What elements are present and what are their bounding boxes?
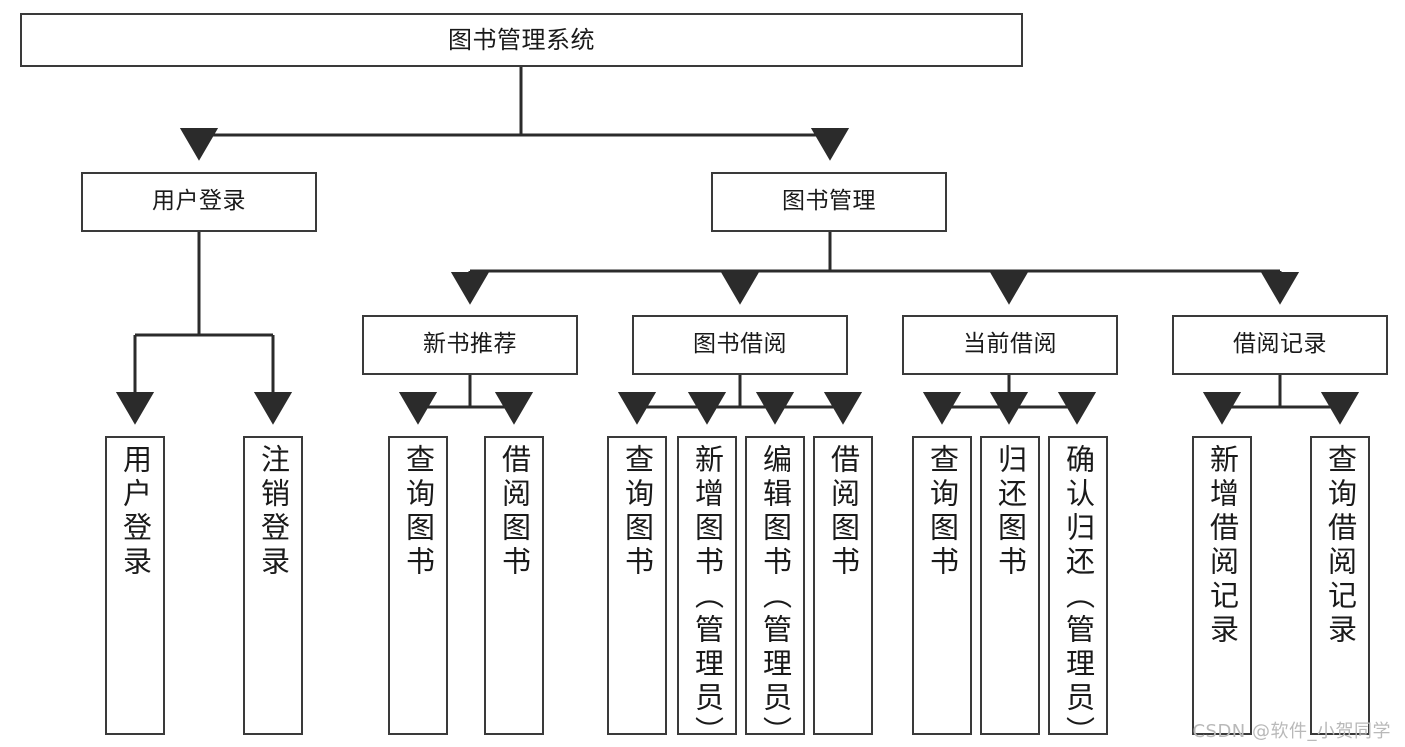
node-leaf-borrow-book-2-label: 借阅图书 [826,444,861,580]
node-leaf-borrow-book-1[interactable]: 借阅图书 [484,436,544,735]
csdn-watermark: CSDN @软件_小贺同学 [1192,721,1391,742]
node-leaf-add-book[interactable]: 新增图书（管理员） [677,436,737,747]
node-leaf-query-book-2-label: 查询图书 [620,444,655,580]
node-borrow-record[interactable]: 借阅记录 [1172,315,1388,375]
node-leaf-user-logout[interactable]: 注销登录 [243,436,303,735]
node-leaf-query-book-1[interactable]: 查询图书 [388,436,448,735]
node-user-login[interactable]: 用户登录 [81,172,317,232]
node-leaf-user-login[interactable]: 用户登录 [105,436,165,735]
node-leaf-borrow-book-2[interactable]: 借阅图书 [813,436,873,735]
node-new-book-rec-label: 新书推荐 [423,331,517,358]
node-leaf-query-book-2[interactable]: 查询图书 [607,436,667,735]
node-leaf-query-book-3-label: 查询图书 [925,444,960,580]
node-leaf-borrow-book-1-label: 借阅图书 [497,444,532,580]
node-book-borrow[interactable]: 图书借阅 [632,315,848,375]
node-leaf-edit-book[interactable]: 编辑图书（管理员） [745,436,805,747]
node-book-borrow-label: 图书借阅 [693,331,787,358]
node-leaf-query-book-1-label: 查询图书 [401,444,436,580]
node-leaf-confirm-return-label: 确认归还（管理员） [1061,444,1096,747]
node-leaf-return-book[interactable]: 归还图书 [980,436,1040,735]
node-borrow-record-label: 借阅记录 [1233,331,1327,358]
node-leaf-query-book-3[interactable]: 查询图书 [912,436,972,735]
node-new-book-rec[interactable]: 新书推荐 [362,315,578,375]
node-root[interactable]: 图书管理系统 [20,13,1023,67]
node-leaf-edit-book-label: 编辑图书（管理员） [758,444,793,747]
node-user-login-label: 用户登录 [152,188,246,215]
node-leaf-add-book-label: 新增图书（管理员） [690,444,725,747]
node-leaf-user-login-label: 用户登录 [118,444,153,580]
node-leaf-query-record-label: 查询借阅记录 [1323,444,1358,648]
node-leaf-user-logout-label: 注销登录 [256,444,291,580]
node-leaf-query-record[interactable]: 查询借阅记录 [1310,436,1370,735]
node-current-borrow[interactable]: 当前借阅 [902,315,1118,375]
node-leaf-add-record-label: 新增借阅记录 [1205,444,1240,648]
node-leaf-return-book-label: 归还图书 [993,444,1028,580]
node-leaf-add-record[interactable]: 新增借阅记录 [1192,436,1252,735]
node-leaf-confirm-return[interactable]: 确认归还（管理员） [1048,436,1108,747]
node-book-manage-label: 图书管理 [782,188,876,215]
node-current-borrow-label: 当前借阅 [963,331,1057,358]
node-root-label: 图书管理系统 [448,25,595,54]
node-book-manage[interactable]: 图书管理 [711,172,947,232]
